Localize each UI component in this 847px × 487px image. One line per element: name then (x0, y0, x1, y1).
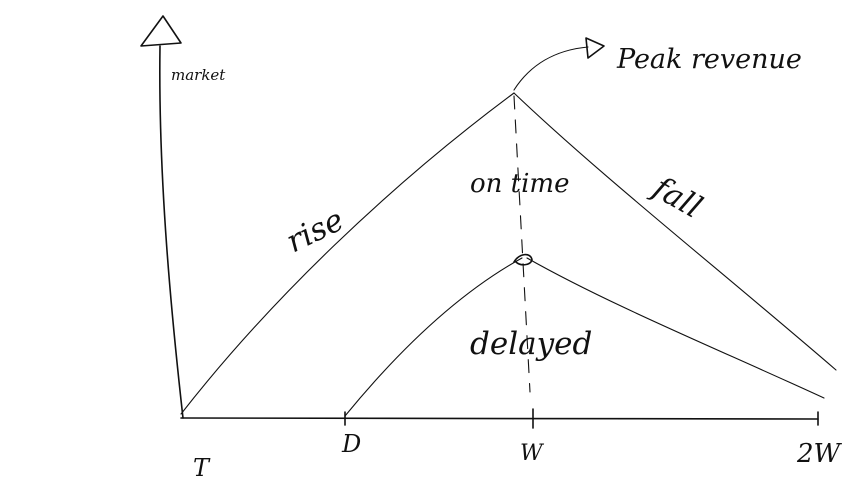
delayed-rise-curve (344, 257, 523, 417)
x-tick-label-d: D (341, 430, 361, 458)
x-tick-label-2w: 2W (796, 439, 843, 469)
peak-dashed-line (513, 95, 531, 393)
peak-revenue-label: Peak revenue (616, 44, 802, 75)
on-time-rise-curve (180, 92, 515, 415)
peak-annotation-arrowhead (585, 37, 605, 59)
y-axis-label: market (171, 66, 226, 84)
x-tick-label-w: W (520, 441, 545, 466)
delayed-label: delayed (470, 326, 592, 362)
y-axis (159, 45, 184, 419)
on-time-fall-curve (513, 92, 837, 371)
delayed-peak-mark (513, 253, 533, 266)
delayed-fall-curve (526, 257, 825, 399)
x-axis (180, 417, 819, 420)
y-axis-arrowhead (140, 15, 182, 47)
rise-label: rise (281, 202, 350, 260)
x-tick-label-t: T (193, 454, 211, 482)
on-time-label: on time (470, 169, 569, 199)
peak-annotation-curve (513, 46, 589, 91)
